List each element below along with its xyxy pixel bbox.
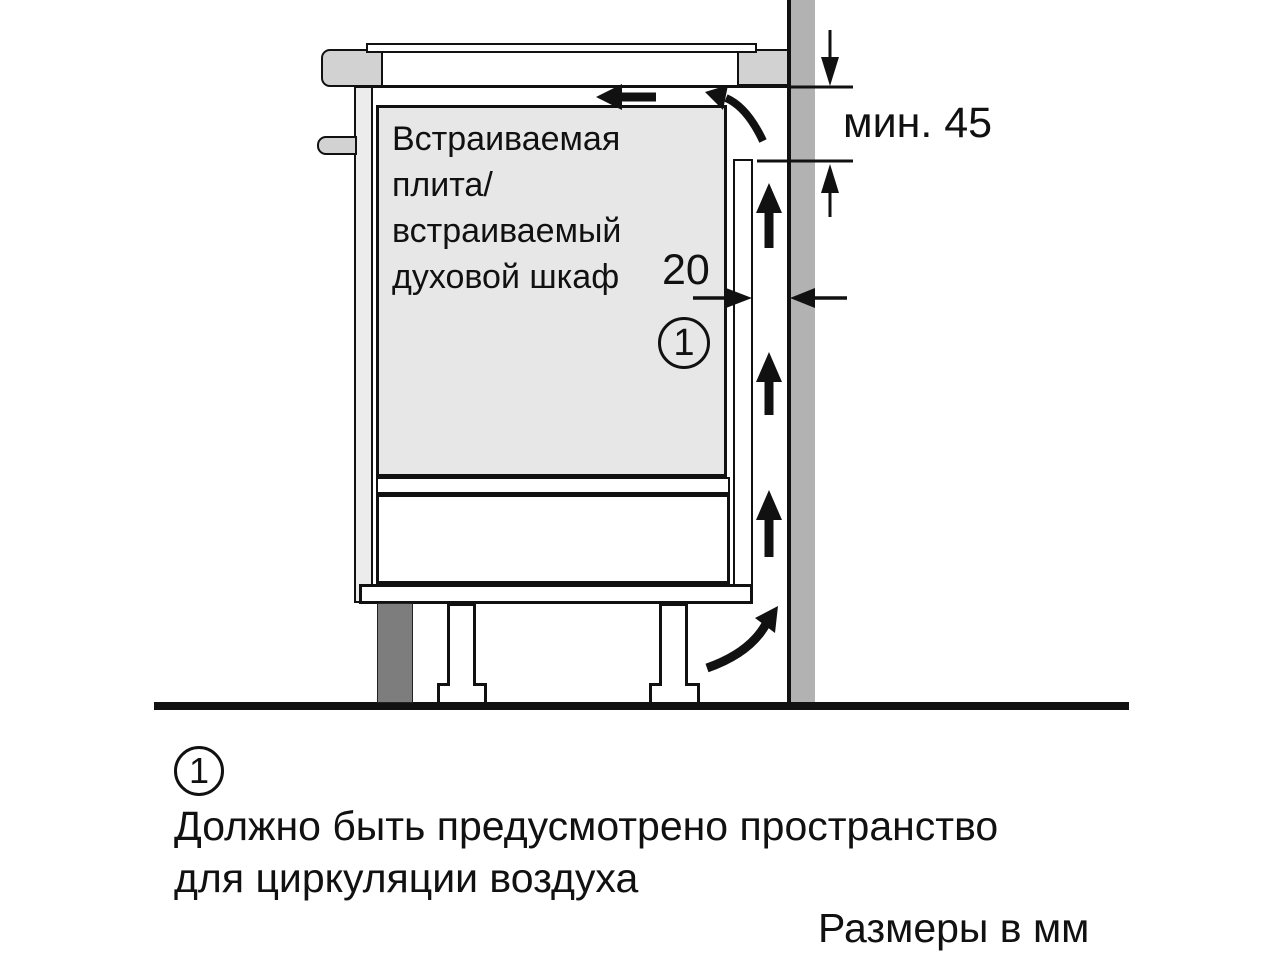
front-leg bbox=[447, 603, 476, 686]
dim-arrow-up-head bbox=[821, 164, 839, 193]
oven-body bbox=[376, 105, 727, 477]
airflow-arrow-channel-3-icon bbox=[756, 490, 782, 557]
countertop-left-section bbox=[321, 49, 383, 87]
appliance-label: Встраиваемая плита/ встраиваемый духовой… bbox=[392, 120, 622, 296]
cabinet-front-frame bbox=[354, 86, 373, 603]
cooktop-body bbox=[381, 49, 739, 87]
units-note: Размеры в мм bbox=[818, 905, 1090, 951]
oven-bottom-rail bbox=[376, 477, 730, 494]
airflow-arrow-bottom-curve bbox=[705, 621, 770, 673]
countertop-right-section bbox=[737, 49, 789, 86]
cabinet-top-line bbox=[354, 85, 790, 88]
footnote-text: Должно быть предусмотрено пространство д… bbox=[174, 803, 999, 901]
floor-line bbox=[154, 702, 1129, 710]
callout-1-badge: 1 bbox=[658, 317, 710, 369]
airflow-arrow-bottom-curve-head bbox=[755, 606, 778, 633]
footnote-marker-badge: 1 bbox=[174, 746, 224, 796]
dim-arrow-down-head bbox=[821, 57, 839, 86]
callout-1-number: 1 bbox=[673, 321, 695, 364]
oven-handle bbox=[317, 136, 357, 155]
cabinet-back-panel bbox=[733, 159, 753, 587]
airflow-arrow-top-curve bbox=[724, 94, 767, 143]
top-clearance-dimension-label: мин. 45 bbox=[843, 99, 993, 147]
airflow-arrow-channel-1-icon bbox=[756, 183, 782, 248]
front-leg-foot bbox=[437, 683, 487, 705]
cooktop-glass-panel bbox=[366, 43, 757, 53]
rear-leg bbox=[659, 603, 688, 686]
rear-leg-foot bbox=[649, 683, 700, 705]
wall-edge-line bbox=[787, 0, 791, 704]
plinth bbox=[377, 603, 413, 703]
wall bbox=[791, 0, 815, 704]
drawer-front bbox=[376, 494, 730, 584]
airflow-arrow-channel-2-icon bbox=[756, 352, 782, 415]
rear-gap-dimension-label: 20 bbox=[662, 246, 710, 294]
cabinet-bottom-panel bbox=[359, 584, 753, 604]
footnote-marker-number: 1 bbox=[188, 750, 210, 791]
